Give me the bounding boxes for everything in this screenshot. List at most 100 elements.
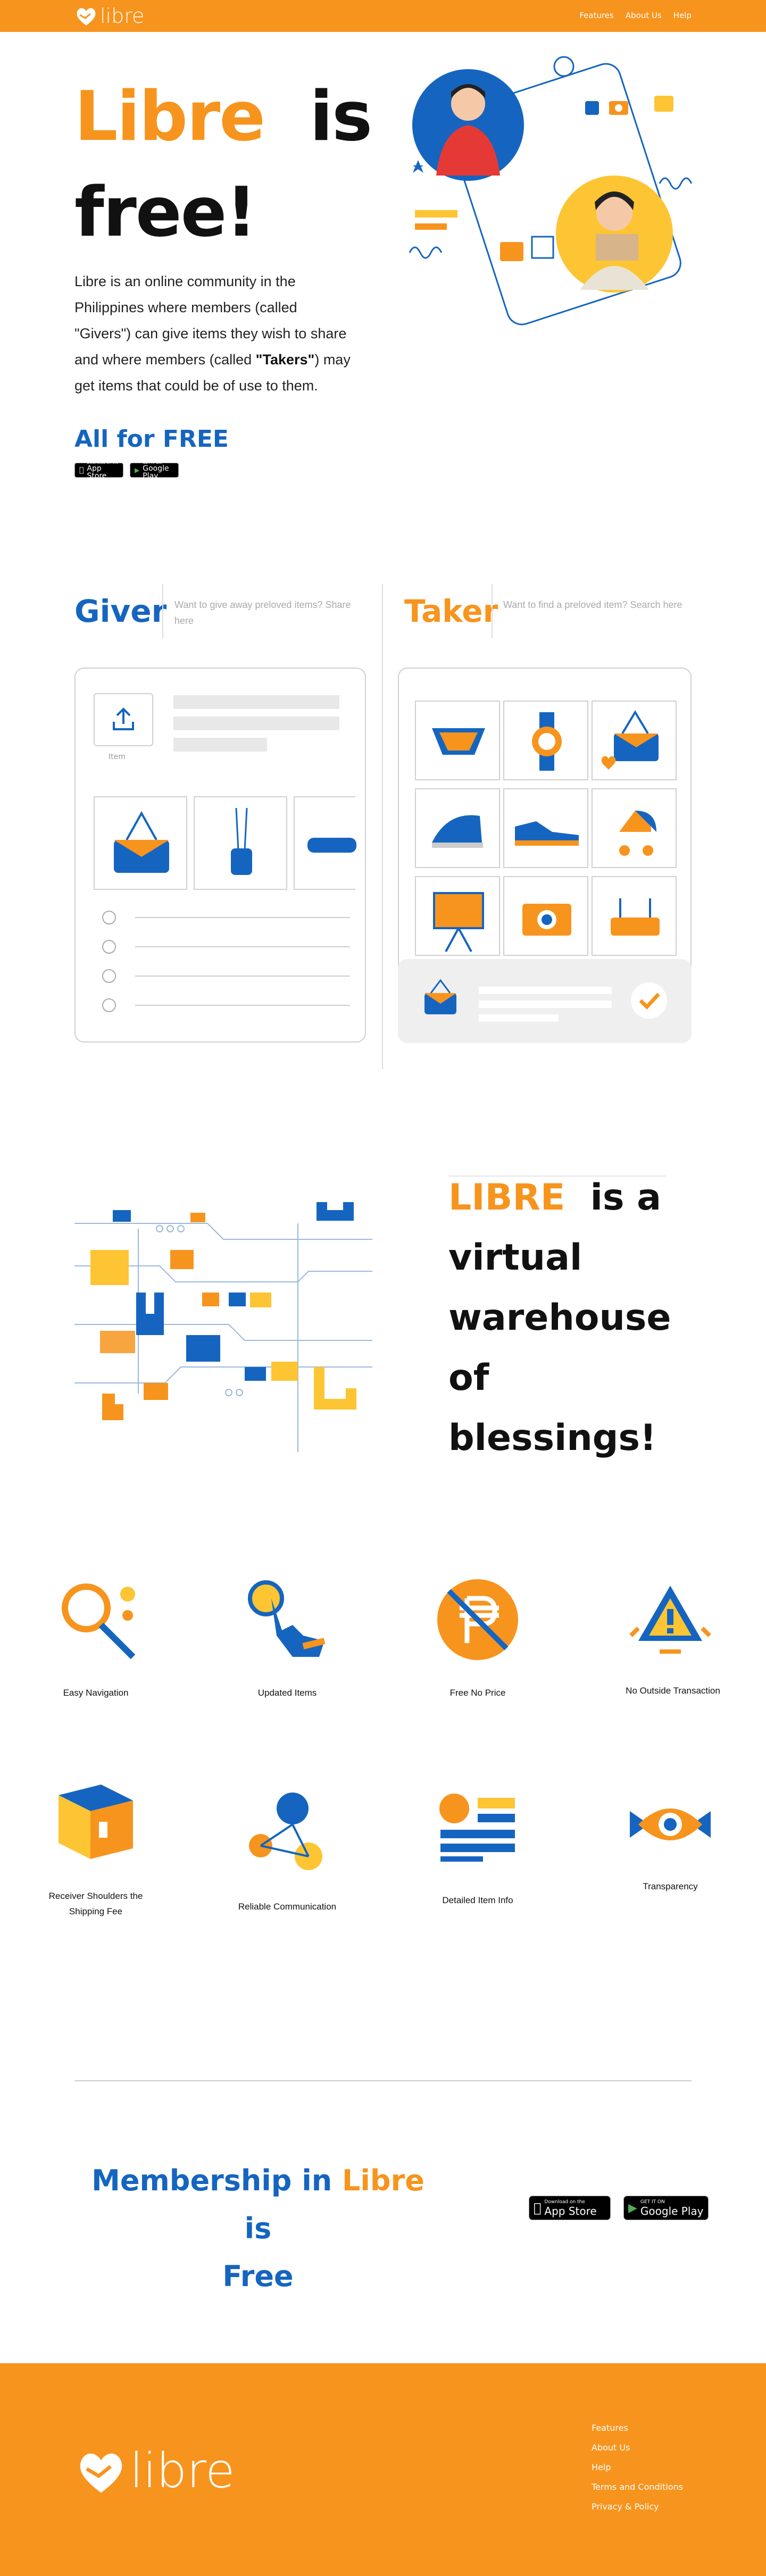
feature-label: Easy Navigation — [63, 1688, 129, 1698]
easel-icon — [433, 892, 484, 952]
watch-icon — [532, 712, 562, 771]
warehouse-line5: blessings! — [448, 1417, 656, 1459]
option-line — [135, 976, 350, 977]
play-icon: ▶ — [628, 2201, 637, 2215]
taker-result-card[interactable] — [398, 959, 692, 1043]
hero-illustration — [409, 56, 693, 326]
membership-free: Free — [222, 2260, 294, 2293]
taker-item-tile[interactable] — [592, 701, 677, 780]
camera-icon — [522, 904, 571, 936]
footer-link-about-us[interactable]: About Us — [592, 2442, 630, 2453]
warehouse-line3: warehouse — [448, 1297, 671, 1339]
google-play-small-text: GET IT ON — [143, 461, 162, 465]
stroller-icon — [619, 811, 656, 856]
hero-title: Libre is free! — [74, 69, 372, 261]
taker-item-tile[interactable] — [503, 876, 588, 956]
footer-link-privacy[interactable]: Privacy & Policy — [592, 2502, 659, 2512]
warehouse-headline: LIBRE is a virtual warehouse of blessing… — [448, 1168, 671, 1468]
hero-title-free: free! — [74, 173, 257, 252]
result-placeholder-bar — [479, 1014, 559, 1022]
app-store-large-text: App Store — [82, 464, 106, 480]
taker-item-tile[interactable] — [415, 788, 500, 868]
swimsuit-icon — [432, 728, 485, 755]
giver-card: Item — [74, 668, 366, 1043]
feature-label: Transparency — [643, 1881, 698, 1891]
result-placeholder-bar — [479, 1001, 612, 1008]
upload-icon — [113, 707, 134, 730]
nav-link-help[interactable]: Help — [673, 11, 692, 20]
warehouse-libre: LIBRE — [448, 1177, 565, 1219]
upload-item-button[interactable] — [94, 693, 153, 746]
giver-item-tile[interactable] — [194, 796, 287, 890]
membership-libre: Libre — [342, 2164, 424, 2197]
wallet-icon — [307, 838, 356, 853]
taker-item-tile[interactable] — [592, 876, 677, 956]
no-peso-icon — [437, 1579, 518, 1660]
check-icon — [631, 982, 667, 1019]
section-divider — [382, 584, 383, 1069]
app-store-small-text: Download on the — [82, 461, 118, 465]
giver-item-tile[interactable] — [294, 796, 356, 890]
option-radio[interactable] — [102, 998, 116, 1012]
nav-link-about-us[interactable]: About Us — [625, 11, 662, 20]
feature-label: Free No Price — [449, 1688, 506, 1698]
details-icon — [439, 1794, 515, 1862]
magnifier-icon — [62, 1583, 136, 1660]
nav-link-features[interactable]: Features — [579, 11, 614, 20]
warning-icon — [629, 1586, 711, 1654]
google-play-large-text: Google Play — [143, 464, 169, 480]
footer-logo[interactable]: libre — [74, 2443, 235, 2499]
hero-title-is: is — [310, 77, 372, 156]
placeholder-bar — [173, 738, 267, 752]
apple-icon:  — [534, 2200, 541, 2215]
google-play-small-text: GET IT ON — [640, 2199, 665, 2205]
membership-word1: Membership in — [91, 2164, 332, 2197]
sneaker-icon — [515, 821, 579, 846]
nav-logo-text: libre — [100, 4, 145, 28]
nav-logo[interactable]: libre — [74, 4, 144, 28]
option-radio[interactable] — [102, 969, 116, 983]
warehouse-line4: of — [448, 1357, 489, 1399]
membership-is: is — [244, 2212, 272, 2245]
footer-logo-text: libre — [130, 2443, 235, 2499]
taker-card — [398, 668, 692, 1043]
taker-item-tile[interactable] — [592, 788, 677, 868]
top-navbar: libre Features About Us Help — [0, 0, 766, 32]
taker-item-tile[interactable] — [503, 701, 588, 780]
heart-hands-logo-icon — [80, 2453, 122, 2492]
placeholder-bar — [173, 716, 339, 730]
membership-divider — [74, 2080, 692, 2081]
taker-item-tile[interactable] — [415, 876, 500, 956]
network-icon — [249, 1793, 322, 1870]
footer: libre Features About Us Help Terms and C… — [0, 2363, 766, 2576]
giver-item-tile[interactable] — [94, 796, 187, 890]
handbag-heart-icon — [601, 710, 659, 770]
feature-label: Receiver Shoulders the Shipping Fee — [48, 1891, 143, 1916]
feature-label: Updated Items — [257, 1688, 317, 1698]
feature-label: Reliable Communication — [238, 1902, 337, 1912]
footer-link-help[interactable]: Help — [592, 2462, 611, 2472]
option-radio[interactable] — [102, 911, 116, 924]
option-radio[interactable] — [102, 940, 116, 954]
pointer-hand-icon — [248, 1580, 326, 1657]
hero-title-libre: Libre — [74, 77, 265, 156]
taker-item-tile[interactable] — [415, 701, 500, 780]
footer-link-features[interactable]: Features — [592, 2423, 628, 2433]
result-placeholder-bar — [479, 987, 612, 994]
giver-title: Giver — [74, 593, 167, 629]
box-icon — [59, 1785, 133, 1859]
router-icon — [611, 898, 660, 936]
giver-subtitle: Want to give away preloved items? Share … — [174, 599, 351, 626]
taker-item-tile[interactable] — [503, 788, 588, 868]
taker-title: Taker — [404, 593, 498, 629]
heart-hands-logo-icon — [77, 8, 96, 26]
footer-link-terms[interactable]: Terms and Conditions — [592, 2482, 684, 2492]
upload-item-label: Item — [109, 753, 126, 761]
membership-headline: Membership in Libre is Free — [74, 2157, 442, 2300]
feature-label: No Outside Transaction — [626, 1686, 720, 1696]
sling-bag-icon — [231, 807, 252, 875]
